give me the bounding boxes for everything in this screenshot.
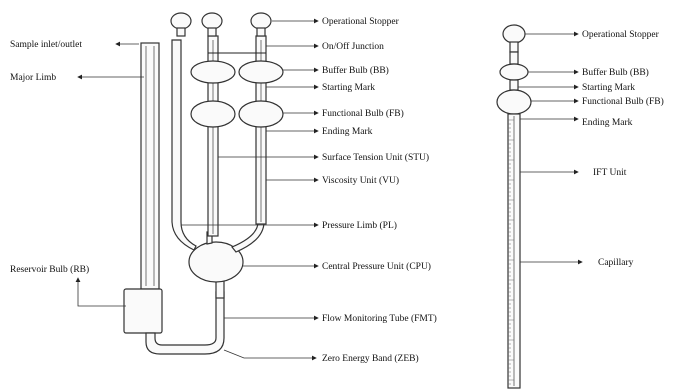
label-major-limb: Major Limb: [10, 73, 56, 83]
label-zero-energy-band: Zero Energy Band (ZEB): [322, 353, 419, 364]
reservoir-bulb: [123, 288, 163, 334]
stopper-1: [170, 12, 192, 37]
right-functional-bulb: [496, 89, 532, 115]
label-buffer-bulb: Buffer Bulb (BB): [322, 65, 389, 76]
label-functional-bulb: Functional Bulb (FB): [322, 108, 404, 119]
major-limb-tube: [140, 42, 160, 290]
label-ending-mark: Ending Mark: [322, 127, 373, 137]
left-apparatus: Operational Stopper On/Off Junction Buff…: [10, 12, 437, 364]
central-pressure-unit: [188, 241, 244, 283]
label-operational-stopper: Operational Stopper: [322, 17, 400, 27]
right-buffer-bulb: [499, 63, 529, 81]
label-reservoir-bulb: Reservoir Bulb (RB): [10, 264, 89, 275]
right-apparatus: Operational Stopper Buffer Bulb (BB) Sta…: [496, 24, 664, 389]
buffer-bulb-stu: [190, 60, 236, 84]
label-central-pressure-unit: Central Pressure Unit (CPU): [322, 261, 431, 272]
label-right-buffer-bulb: Buffer Bulb (BB): [582, 67, 649, 78]
label-right-operational-stopper: Operational Stopper: [582, 30, 660, 40]
label-right-functional-bulb: Functional Bulb (FB): [582, 96, 664, 107]
label-right-starting-mark: Starting Mark: [582, 83, 635, 93]
stopper-3: [250, 12, 272, 37]
label-viscosity-unit: Viscosity Unit (VU): [322, 175, 399, 186]
label-on-off-junction: On/Off Junction: [322, 41, 384, 52]
stopper-right: [502, 24, 526, 53]
label-right-ending-mark: Ending Mark: [582, 118, 633, 128]
label-pressure-limb: Pressure Limb (PL): [322, 220, 397, 231]
label-sample-inlet-outlet: Sample inlet/outlet: [10, 40, 82, 50]
buffer-bulb-vu: [238, 60, 284, 84]
functional-bulb-stu: [190, 100, 236, 128]
label-starting-mark: Starting Mark: [322, 83, 375, 93]
capillary-scale-ticks: [508, 119, 514, 385]
label-flow-monitoring-tube: Flow Monitoring Tube (FMT): [322, 313, 437, 324]
functional-bulb-vu: [238, 100, 284, 128]
pressure-limb: [171, 39, 197, 251]
label-ift-unit: IFT Unit: [593, 168, 627, 178]
stopper-2: [201, 12, 223, 37]
label-surface-tension-unit: Surface Tension Unit (STU): [322, 152, 429, 163]
label-capillary: Capillary: [598, 258, 634, 268]
